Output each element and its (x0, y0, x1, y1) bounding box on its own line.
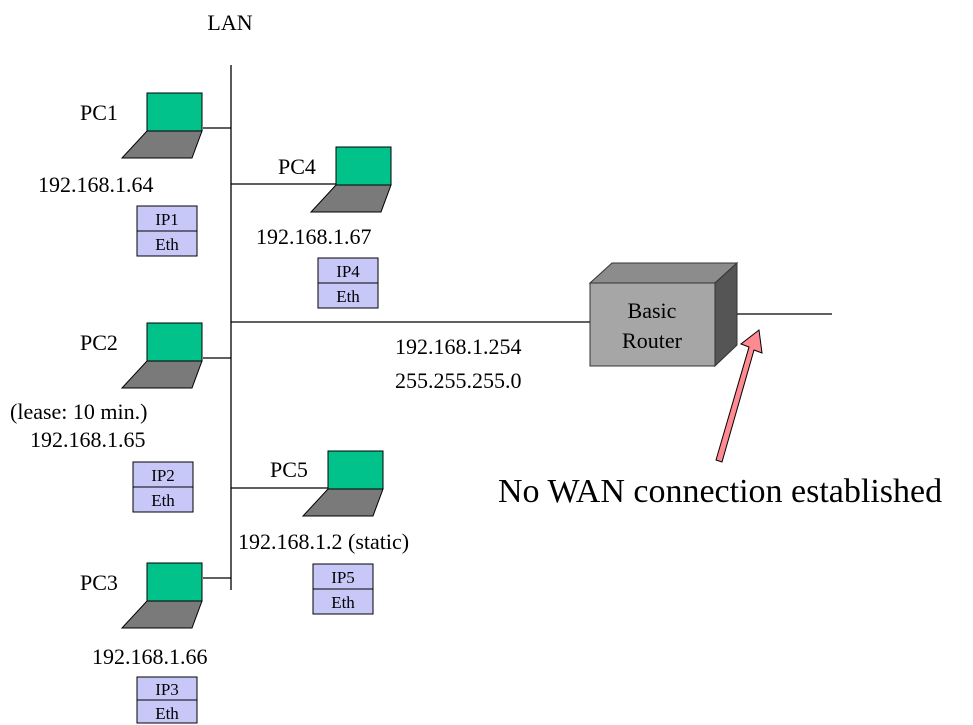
pc5: PC5 192.168.1.2 (static) IP5 Eth (238, 450, 409, 615)
pc4-eth-layer-label: Eth (336, 287, 360, 306)
pc1-ip: 192.168.1.64 (38, 172, 154, 197)
pc4-eth-layer (317, 282, 379, 309)
pc3-eth-layer-label: Eth (155, 704, 179, 723)
router-subnet-mask: 255.255.255.0 (395, 368, 522, 393)
pc2-ip-layer-label: IP2 (151, 466, 175, 485)
pc2-screen-icon (146, 322, 203, 362)
pc3-keyboard-icon (120, 600, 203, 629)
pc1-name: PC1 (80, 100, 118, 125)
pc2-lease: (lease: 10 min.) (10, 399, 147, 424)
pc2-name: PC2 (80, 330, 118, 355)
pc1-eth-layer-label: Eth (155, 235, 179, 254)
pc1-keyboard-icon (120, 130, 203, 159)
pc2-keyboard-icon (120, 360, 203, 389)
pc3: PC3 192.168.1.66 IP3 Eth (80, 562, 208, 724)
pc1-ip-layer-label: IP1 (155, 210, 179, 229)
router-label-line2: Router (622, 328, 683, 353)
pc3-eth-layer (136, 699, 198, 724)
pc2-ip: 192.168.1.65 (30, 427, 146, 452)
pc5-ip: 192.168.1.2 (static) (238, 529, 409, 554)
pc3-ip: 192.168.1.66 (92, 644, 208, 669)
pc2-ip-layer (132, 461, 194, 488)
lan-label: LAN (207, 10, 252, 35)
pc4-ip-layer-label: IP4 (336, 262, 360, 281)
pc4-ip-layer (317, 257, 379, 284)
pc5-screen-icon (327, 450, 384, 490)
pc5-ip-layer-label: IP5 (331, 568, 355, 587)
router-top-face (588, 262, 739, 284)
pc5-keyboard-icon (301, 488, 384, 517)
pc2: PC2 (lease: 10 min.) 192.168.1.65 IP2 Et… (10, 322, 203, 513)
pc2-eth-layer (132, 486, 194, 513)
pc5-eth-layer-label: Eth (331, 593, 355, 612)
router: Basic Router (588, 261, 739, 368)
pc4: PC4 192.168.1.67 IP4 Eth (256, 146, 392, 309)
pc3-name: PC3 (80, 570, 118, 595)
pointer-arrow-icon (715, 329, 763, 463)
router-icon (589, 282, 716, 367)
pc4-name: PC4 (278, 154, 316, 179)
wan-status-caption: No WAN connection established (498, 473, 942, 510)
pc3-ip-layer-label: IP3 (155, 680, 179, 699)
pc3-screen-icon (146, 562, 203, 602)
pc4-screen-icon (335, 146, 392, 186)
pc4-keyboard-icon (309, 184, 392, 213)
pc2-eth-layer-label: Eth (151, 491, 175, 510)
pc1: PC1 192.168.1.64 IP1 Eth (38, 92, 203, 257)
pc4-ip: 192.168.1.67 (256, 224, 372, 249)
pc1-eth-layer (136, 230, 198, 257)
pc5-name: PC5 (270, 457, 308, 482)
pc5-ip-layer (312, 563, 374, 590)
pc1-ip-layer (136, 205, 198, 232)
pc1-screen-icon (146, 92, 203, 132)
router-ip: 192.168.1.254 (395, 334, 522, 359)
router-label-line1: Basic (628, 298, 677, 323)
pc5-eth-layer (312, 588, 374, 615)
